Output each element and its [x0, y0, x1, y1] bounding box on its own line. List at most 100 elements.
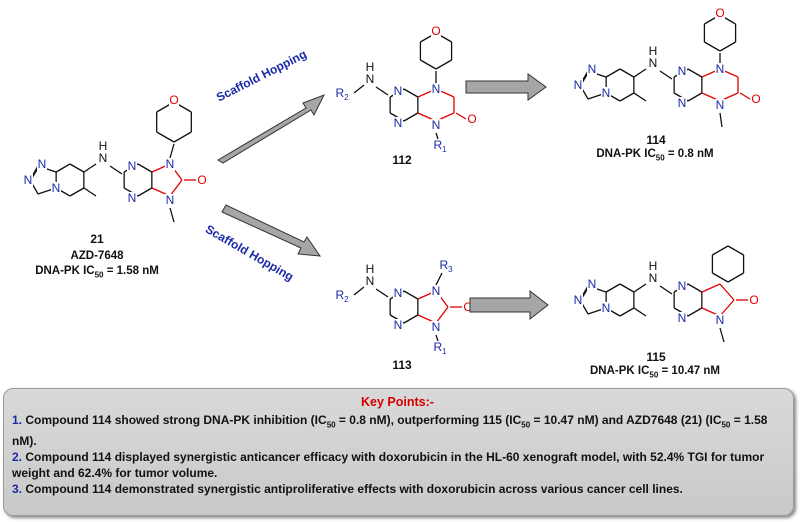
arrow-112-to-114	[465, 73, 547, 101]
triazole-n: N	[24, 173, 33, 187]
pyridine-n: N	[602, 86, 611, 100]
bond	[137, 163, 153, 173]
atom-label-background	[431, 83, 441, 96]
nh-n: N	[366, 274, 375, 288]
pyrimidine-n: N	[394, 318, 403, 332]
oxane-o: O	[715, 6, 724, 20]
atom-label-background	[393, 319, 403, 332]
bond	[687, 92, 703, 102]
r2-group: R2	[335, 86, 349, 102]
bond	[353, 84, 365, 94]
atom-label-background	[365, 61, 375, 74]
nh-n: N	[649, 271, 658, 285]
compound-21-name: AZD-7648	[70, 250, 124, 262]
lactam-n: N	[716, 313, 725, 327]
atom-label-background	[98, 140, 108, 153]
key-point-3: 3. Compound 114 demonstrated synergistic…	[12, 482, 683, 497]
bond	[687, 283, 703, 293]
atom-label-background	[715, 99, 725, 112]
bond	[403, 88, 419, 98]
bond	[619, 283, 635, 293]
atom-label-background	[601, 302, 611, 315]
arrow-shape	[217, 94, 326, 164]
pyrimidine-n: N	[678, 96, 687, 110]
bond	[435, 59, 452, 70]
atom-label-background	[365, 263, 375, 276]
bond	[659, 70, 673, 80]
atom-label-background	[431, 25, 441, 38]
atom-label-background	[749, 294, 759, 307]
bond	[169, 207, 175, 223]
bond	[69, 187, 85, 197]
bond	[727, 272, 744, 283]
nh-h: H	[366, 262, 375, 276]
pyrimidine-n: N	[394, 116, 403, 130]
compound-21-ic50: DNA-PK IC50 = 1.58 nM	[35, 265, 159, 280]
atom-label-background	[393, 117, 403, 130]
atom-label-background	[573, 79, 583, 92]
bond	[403, 314, 419, 324]
atom-label-background	[165, 158, 175, 171]
arrow-shape	[465, 73, 547, 101]
carbonyl-o: O	[463, 300, 472, 314]
atom-label-background	[573, 294, 583, 307]
bond	[69, 163, 85, 173]
bond	[719, 299, 735, 317]
key-point-number: 1.	[12, 413, 23, 427]
imidazolone-n: N	[432, 320, 441, 334]
bond	[659, 285, 673, 295]
bond	[633, 307, 647, 317]
carbonyl-o: O	[467, 112, 476, 126]
bond	[712, 245, 729, 256]
bond	[701, 283, 721, 293]
atom-label-background	[467, 113, 477, 126]
bond	[633, 92, 647, 102]
bond	[420, 59, 437, 70]
atom-label-background	[393, 287, 403, 300]
carbonyl-o: O	[197, 173, 206, 187]
bond	[605, 68, 621, 78]
atom-label-background	[587, 63, 597, 76]
triazole-n: N	[588, 277, 597, 291]
bond	[375, 86, 389, 96]
bond	[435, 334, 439, 342]
bond	[83, 187, 97, 197]
bond	[375, 288, 389, 298]
pyrazinone-n: N	[432, 118, 441, 132]
bond	[169, 143, 175, 159]
bond	[455, 112, 467, 120]
nh-h: H	[99, 139, 108, 153]
bond	[403, 112, 419, 122]
bond	[83, 163, 97, 173]
bond	[403, 290, 419, 300]
r2-group: R2	[335, 288, 349, 304]
bond	[719, 112, 723, 128]
r3-group: R3	[439, 258, 453, 274]
atom-label-background	[751, 93, 761, 106]
bond	[169, 179, 183, 197]
bond	[619, 92, 635, 102]
imidazolone-n: N	[432, 284, 441, 298]
scaffold-hopping-arrow-upper	[217, 94, 326, 164]
atom-label-background	[98, 152, 108, 165]
pyridine-n: N	[602, 301, 611, 315]
compound-114-ic50: DNA-PK IC50 = 0.8 nM	[596, 148, 714, 163]
pyrimidine-n: N	[678, 311, 687, 325]
atom-label-background	[435, 341, 449, 354]
triazole-n: N	[588, 62, 597, 76]
bond	[719, 41, 736, 52]
atom-label-background	[648, 45, 658, 58]
atom-label-background	[463, 301, 473, 314]
bond	[739, 92, 751, 100]
r1-group: R1	[433, 340, 447, 356]
nh-h: H	[649, 259, 658, 273]
bond	[727, 245, 744, 256]
atom-label-background	[393, 85, 403, 98]
bond	[605, 283, 621, 293]
atom-label-background	[23, 174, 33, 187]
atom-label-background	[365, 275, 375, 288]
atom-label-background	[337, 87, 351, 100]
r1-group: R1	[433, 138, 447, 154]
compound-21-number: 21	[90, 232, 104, 246]
